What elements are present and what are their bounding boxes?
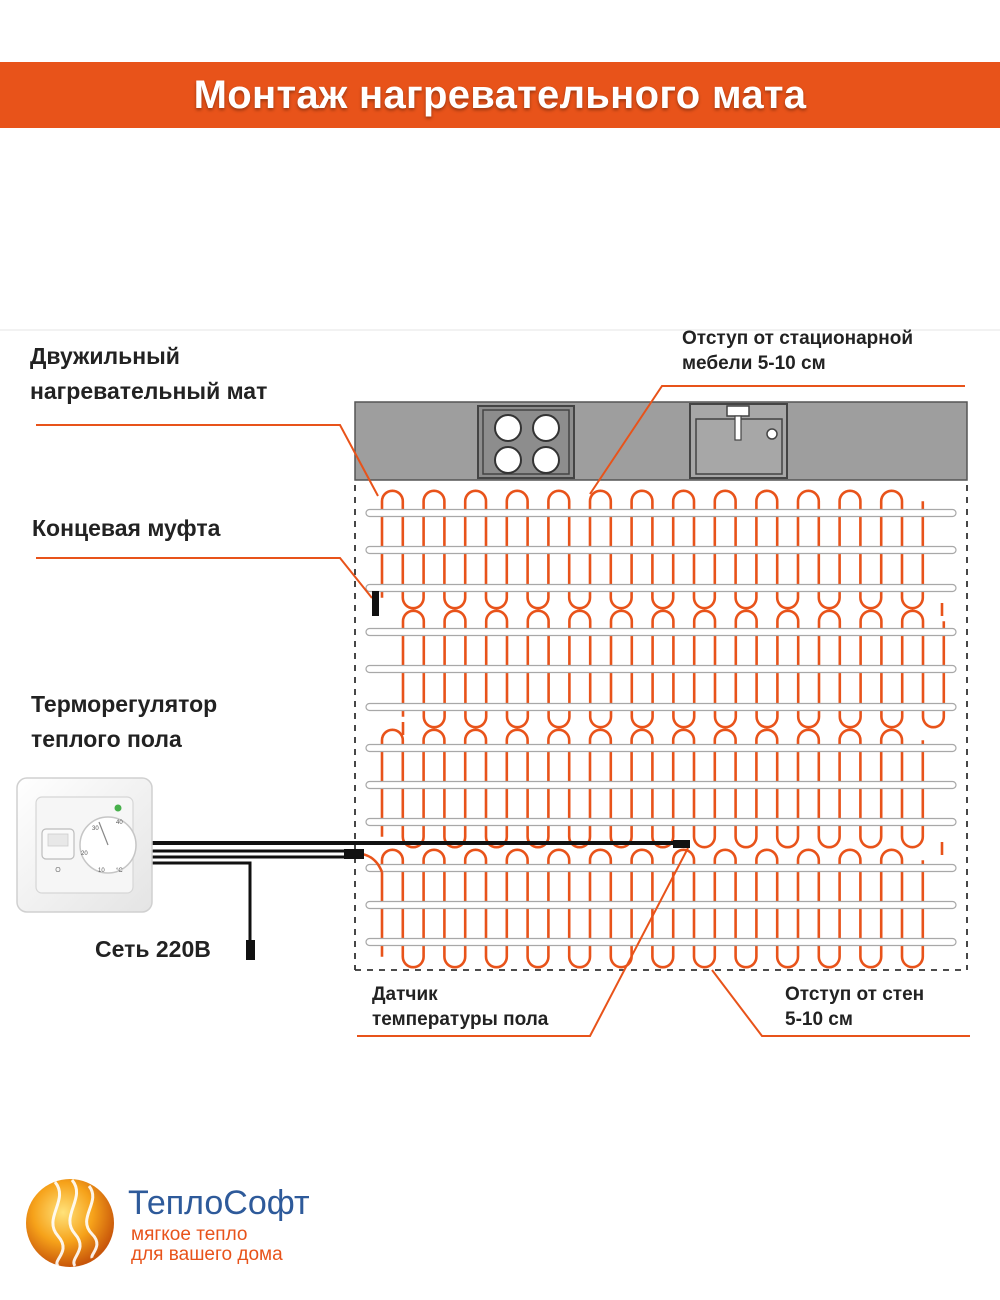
sink-icon xyxy=(689,403,788,479)
thermostat-label-line1: Терморегулятор xyxy=(31,691,218,717)
mesh-strip xyxy=(365,627,957,637)
title-banner: Монтаж нагревательного мата xyxy=(0,62,1000,128)
mains-plug xyxy=(246,940,255,960)
switch-mark: O xyxy=(55,867,61,874)
wall-offset-line1: Отступ от стен xyxy=(785,984,925,1005)
kitchen-counter xyxy=(354,401,968,481)
thermostat: O 30 40 20 10 °C xyxy=(16,777,153,913)
mesh-strip xyxy=(365,900,957,910)
page-title: Монтаж нагревательного мата xyxy=(193,72,807,117)
brand-logo-icon xyxy=(26,1179,114,1268)
mat-leader-line xyxy=(36,424,379,497)
furniture-offset-line2: мебели 5-10 см xyxy=(682,353,826,374)
furniture-offset-line1: Отступ от стационарной xyxy=(682,328,914,349)
mesh-strip xyxy=(365,583,957,593)
mat-label: Двужильный нагревательный мат xyxy=(30,339,267,409)
wall-leader-line xyxy=(711,969,970,1037)
mesh-strip xyxy=(365,508,957,518)
mat-band xyxy=(365,848,957,969)
wall-offset-boundary xyxy=(354,485,968,971)
mesh-strip xyxy=(365,545,957,555)
mesh-strip xyxy=(365,937,957,947)
mesh-strip xyxy=(365,664,957,674)
wall-offset-label: Отступ от стен 5-10 см xyxy=(785,982,924,1032)
mains-wire xyxy=(152,861,252,945)
mat-label-line2: нагревательный мат xyxy=(30,378,268,404)
thermostat-label: Терморегулятор теплого пола xyxy=(31,687,217,757)
dial-scale-10: 10 xyxy=(98,868,105,874)
furniture-offset-label: Отступ от стационарной мебели 5-10 см xyxy=(682,326,913,376)
brand-name: ТеплоСофт xyxy=(128,1184,310,1222)
furniture-leader-line xyxy=(589,385,965,495)
mesh-strip xyxy=(365,743,957,753)
brand-tagline-line1: мягкое тепло xyxy=(131,1224,248,1245)
dial-scale-30: 30 xyxy=(92,826,99,832)
mesh-strip xyxy=(365,817,957,827)
leader-lines xyxy=(36,385,970,1037)
wall-offset-line2: 5-10 см xyxy=(785,1009,853,1030)
dial-scale-unit: °C xyxy=(116,868,123,874)
cold-lead-connector xyxy=(344,849,364,859)
sensor-leader-line xyxy=(357,847,689,1037)
thermostat-label-line2: теплого пола xyxy=(31,726,182,752)
brand-tagline-line2: для вашего дома xyxy=(131,1244,283,1265)
end-coupling-label: Концевая муфта xyxy=(32,515,221,541)
heating-mat xyxy=(361,489,957,969)
mat-band xyxy=(365,489,957,610)
indicator-light xyxy=(114,804,122,812)
mains-label: Сеть 220В xyxy=(95,936,211,962)
sensor-label-line1: Датчик xyxy=(372,984,438,1005)
cold-lead-cable xyxy=(361,852,384,873)
sensor-label-line2: температуры пола xyxy=(372,1009,549,1030)
mesh-strip xyxy=(365,702,957,712)
dial-scale-40: 40 xyxy=(116,820,123,826)
sensor-label: Датчик температуры пола xyxy=(372,982,548,1032)
mat-band xyxy=(365,728,957,849)
mesh-strip xyxy=(365,863,957,873)
floor-sensor-tip xyxy=(673,840,690,848)
dial-scale-20: 20 xyxy=(81,851,88,857)
mat-label-line1: Двужильный xyxy=(30,343,180,369)
end-coupling xyxy=(372,591,379,616)
coupling-leader-line xyxy=(36,557,373,599)
mat-band xyxy=(365,609,957,729)
mesh-strip xyxy=(365,780,957,790)
cooktop-icon xyxy=(477,405,575,479)
wiring xyxy=(152,841,688,945)
